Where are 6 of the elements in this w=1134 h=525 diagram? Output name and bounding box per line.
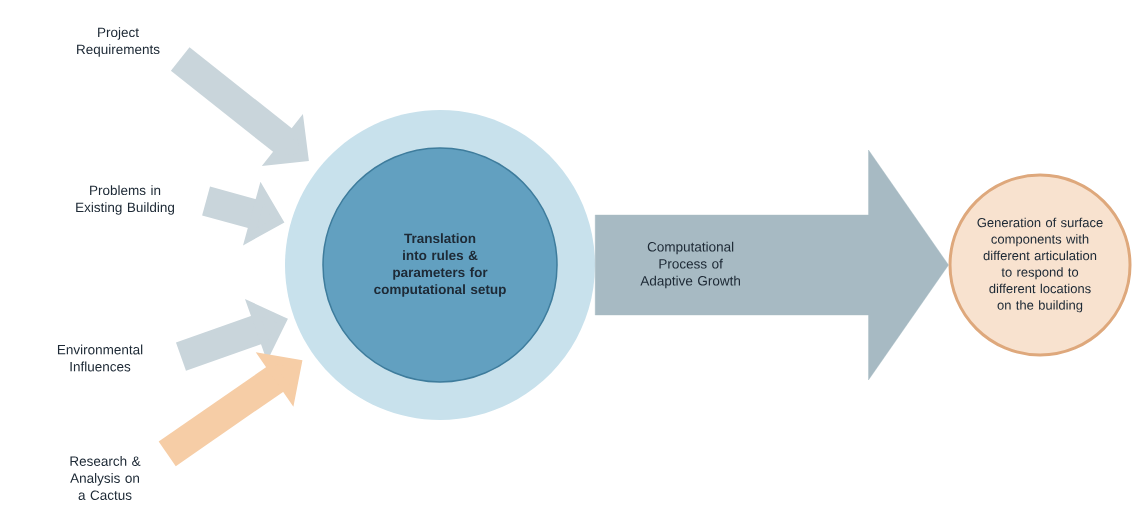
input-label: Research & Analysis on a Cactus	[70, 456, 141, 500]
arrow	[595, 149, 949, 381]
edge-label: Computational Process of Adaptive Growth	[640, 241, 740, 289]
input-label: Project Requirements	[77, 27, 160, 57]
input-label: Problems in Existing Building	[76, 185, 174, 215]
input-label: Environmental Influences	[57, 344, 143, 372]
